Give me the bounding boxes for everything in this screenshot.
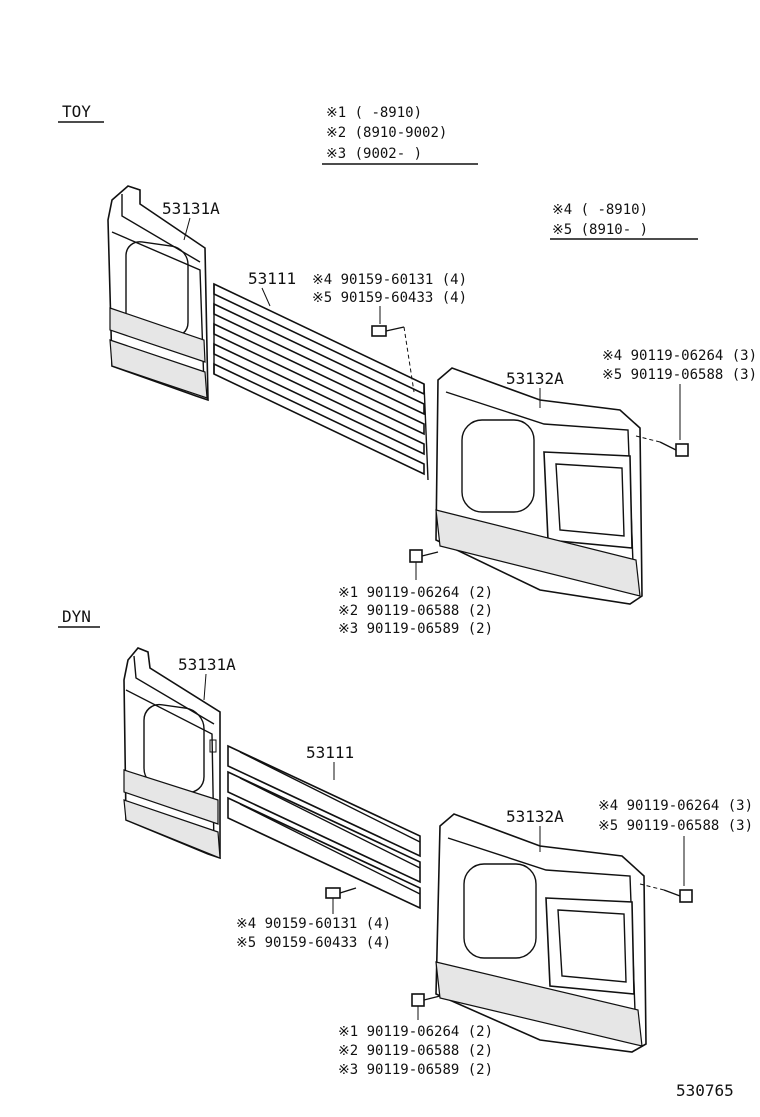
screw-note-dyn-5: ※5 90159-60433 (4) — [236, 935, 391, 951]
screw-icon — [325, 887, 357, 899]
note-toy-3: ※3 (9002- ) — [326, 146, 422, 162]
part-label-53131a: 53131A — [162, 199, 220, 218]
section-title-toy: TOY — [62, 102, 91, 121]
note-toy-2: ※2 (8910-9002) — [326, 125, 447, 141]
bolt-note-dyn-b3: ※3 90119-06589 (2) — [338, 1062, 493, 1078]
part-label-53132a: 53132A — [506, 369, 564, 388]
leader-line — [203, 673, 207, 701]
part-label-53111: 53111 — [248, 269, 296, 288]
leader-line — [183, 217, 191, 241]
part-label-53131a: 53131A — [178, 655, 236, 674]
section-dyn: DYN 53131A 53111 — [58, 607, 753, 1078]
grille-bars — [227, 744, 421, 910]
leader-line — [261, 287, 271, 307]
bolt-icon — [411, 993, 441, 1007]
bolt-note-dyn-b2: ※2 90119-06588 (2) — [338, 1043, 493, 1059]
bolt-icon — [409, 549, 439, 563]
dashed-guide — [403, 326, 415, 393]
bolt-icon — [659, 441, 689, 457]
note-toy-4: ※4 ( -8910) — [552, 202, 648, 218]
left-headlamp-panel — [107, 185, 209, 402]
right-headlamp-panel — [435, 813, 647, 1053]
part-label-53111: 53111 — [306, 743, 354, 762]
screw-note-dyn-4: ※4 90159-60131 (4) — [236, 916, 391, 932]
screw-note-toy-5: ※5 90159-60433 (4) — [312, 290, 467, 306]
left-headlamp-panel — [123, 647, 221, 860]
bolt-note-dyn-5: ※5 90119-06588 (3) — [598, 818, 753, 834]
screw-icon — [371, 325, 405, 337]
bolt-note-dyn-b1: ※1 90119-06264 (2) — [338, 1024, 493, 1040]
note-toy-1: ※1 ( -8910) — [326, 105, 422, 121]
bolt-note-toy-4: ※4 90119-06264 (3) — [602, 348, 757, 364]
part-label-53132a: 53132A — [506, 807, 564, 826]
screw-note-toy-4: ※4 90159-60131 (4) — [312, 272, 467, 288]
bolt-icon — [663, 889, 693, 903]
bolt-note-toy-b1: ※1 90119-06264 (2) — [338, 585, 493, 601]
right-headlamp-panel — [435, 367, 643, 605]
note-toy-5: ※5 (8910- ) — [552, 222, 648, 238]
section-title-dyn: DYN — [62, 607, 91, 626]
diagram-id: 530765 — [676, 1081, 734, 1100]
bolt-note-toy-b3: ※3 90119-06589 (2) — [338, 621, 493, 637]
bolt-note-toy-b2: ※2 90119-06588 (2) — [338, 603, 493, 619]
section-toy: TOY ※1 ( -8910) ※2 (8910-9002) ※3 (9002-… — [58, 102, 757, 637]
grille-bars — [213, 282, 429, 481]
bolt-note-dyn-4: ※4 90119-06264 (3) — [598, 798, 753, 814]
bolt-note-toy-5: ※5 90119-06588 (3) — [602, 367, 757, 383]
